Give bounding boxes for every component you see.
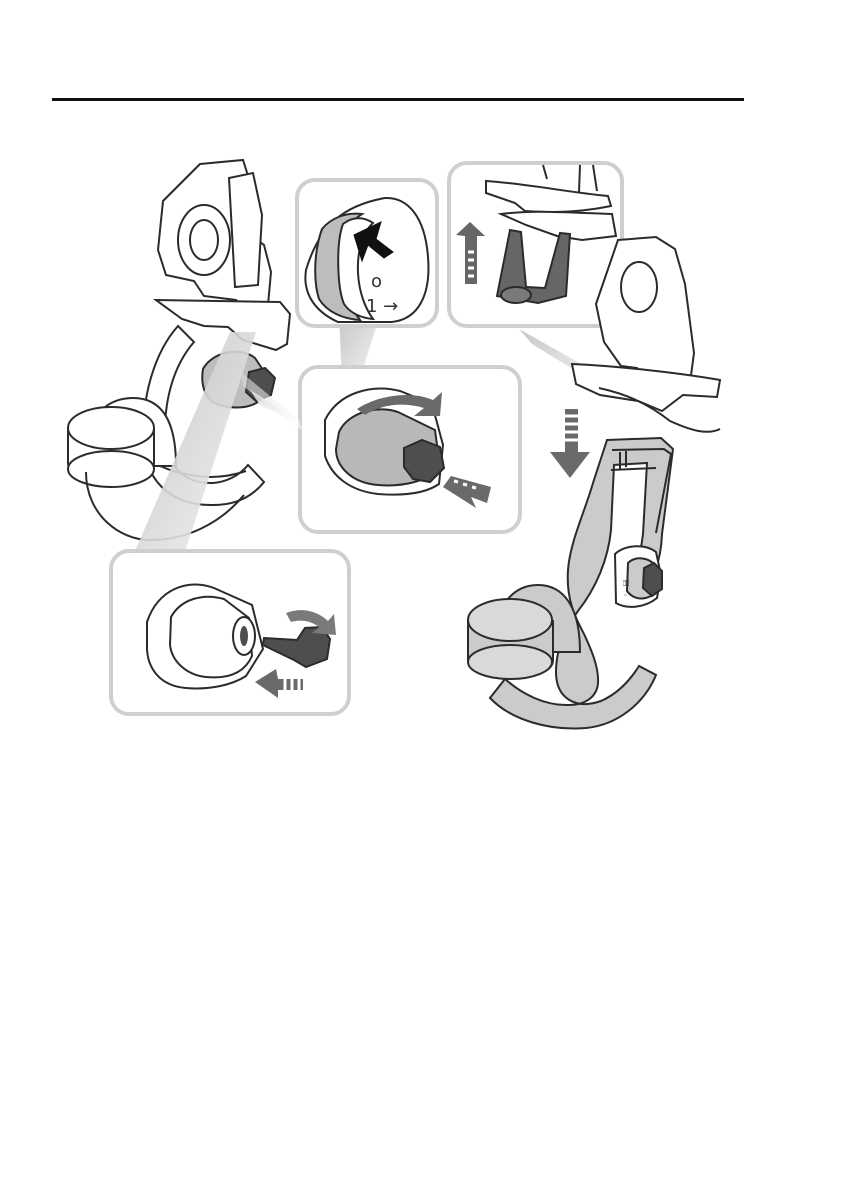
down-arrow — [550, 409, 590, 478]
knob-pull-turn-panel — [300, 367, 520, 532]
svg-text:◦: ◦ — [623, 591, 628, 600]
marking-dot: o — [371, 271, 382, 292]
tow-bar-assembly-illustration: o 1 → — [0, 0, 841, 760]
svg-text:⚿: ⚿ — [623, 579, 629, 588]
marking-detail-panel: o 1 → — [297, 180, 437, 326]
marking-one-arrow: 1 → — [366, 296, 398, 317]
lock-insert-key-panel — [111, 551, 349, 714]
